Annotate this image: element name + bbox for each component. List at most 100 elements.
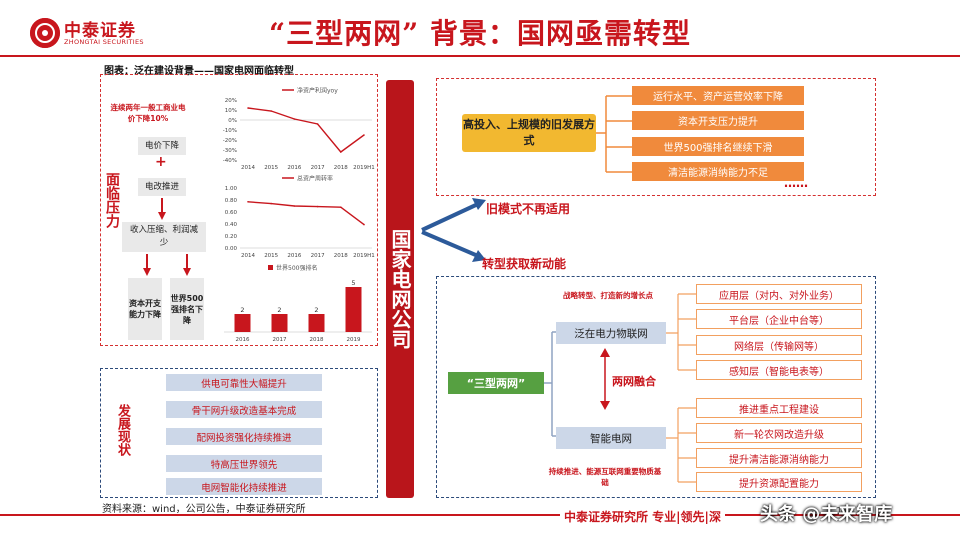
fusion-label: 两网融合: [612, 375, 656, 388]
old-mode-box: 高投入、上规模的旧发展方式: [462, 114, 596, 152]
old-mode-item: 世界500强排名继续下滑: [632, 137, 804, 156]
header-divider: [0, 55, 960, 57]
ubiquitous-iot-box: 泛在电力物联网: [556, 322, 666, 344]
data-label: 5: [351, 279, 355, 287]
data-label: 2: [240, 306, 244, 314]
y-tick-label: 1.00: [225, 186, 238, 192]
page-title: “三型两网” 背景：国网亟需转型: [269, 17, 691, 50]
legend-label: 净资产利润yoy: [297, 87, 338, 95]
price-drop-note: 连续两年一般工商业电价下降10%: [110, 103, 186, 123]
data-point: [363, 223, 365, 226]
data-point: [247, 201, 249, 203]
x-tick-label: 2016: [287, 253, 301, 259]
pressure-panel: [100, 74, 378, 346]
bar: [234, 314, 251, 332]
layer-item: 感知层（智能电表等）: [696, 360, 862, 380]
data-label: 2: [314, 306, 318, 314]
data-point: [340, 206, 342, 208]
y-tick-label: 0%: [228, 118, 237, 124]
layer-item: 应用层（对内、对外业务）: [696, 284, 862, 304]
x-tick-label: 2015: [264, 253, 278, 259]
x-tick-label: 2016: [287, 165, 301, 171]
x-tick-label: 2016: [236, 337, 250, 343]
flow-box-revenue: 收入压缩、利润减少: [122, 222, 206, 252]
state-grid-bar: 国家电网公司: [386, 80, 414, 498]
bar: [345, 287, 362, 332]
grid-item: 提升清洁能源消纳能力: [696, 448, 862, 468]
y-tick-label: 0.00: [225, 246, 238, 252]
logo-subtext: ZHONGTAI SECURITIES: [64, 38, 144, 46]
y-tick-label: -20%: [223, 138, 237, 144]
watermark: 头条 @未来智库: [760, 504, 893, 525]
page-number: 13: [836, 506, 849, 517]
logo-text: 中泰证券: [64, 21, 136, 41]
bar: [308, 314, 325, 332]
old-mode-item: 清洁能源消纳能力不足: [632, 162, 804, 181]
rank-box: 世界500强排名下降: [170, 278, 204, 340]
pressure-label: 面临压力: [104, 172, 120, 228]
x-tick-label: 2019H1: [353, 253, 375, 259]
legend-label: 世界500强排名: [276, 264, 317, 272]
development-label: 发展现状: [115, 404, 130, 456]
y-tick-label: 0.60: [225, 210, 238, 216]
data-point: [270, 202, 272, 205]
dev-item: 供电可靠性大幅提升: [166, 374, 322, 391]
y-tick-label: -30%: [223, 148, 237, 154]
ellipsis: ……: [784, 176, 808, 190]
old-mode-panel: [436, 78, 876, 196]
x-tick-label: 2017: [273, 337, 287, 343]
y-tick-label: 0.40: [225, 222, 238, 228]
legend-swatch: [268, 265, 273, 270]
data-label: 2: [277, 306, 281, 314]
data-point: [293, 118, 296, 120]
old-mode-item: 运行水平、资产运营效率下降: [632, 86, 804, 105]
x-tick-label: 2019: [347, 337, 361, 343]
flow-arrow-icon: [158, 198, 166, 224]
old-mode-item: 资本开支压力提升: [632, 111, 804, 130]
core-bracket-icon: [544, 331, 562, 437]
grid-item: 提升资源配置能力: [696, 472, 862, 492]
plus-sign: +: [155, 154, 167, 170]
branch-arrows-icon: [421, 198, 486, 262]
x-tick-label: 2018: [310, 337, 324, 343]
old-mode-bracket-icon: [596, 95, 632, 173]
x-tick-label: 2018: [334, 253, 348, 259]
bar: [271, 314, 288, 332]
footer-divider: [0, 514, 960, 516]
layer-item: 平台层（企业中台等）: [696, 309, 862, 329]
footer-brand: 中泰证券研究所 专业|领先|深: [560, 508, 725, 525]
x-tick-label: 2019H1: [353, 165, 375, 171]
new-mode-panel: [436, 276, 876, 498]
fusion-arrow-icon: [600, 348, 610, 410]
grid-item: 推进重点工程建设: [696, 398, 862, 418]
dev-item: 骨干网升级改造基本完成: [166, 401, 322, 418]
y-tick-label: -40%: [223, 158, 237, 164]
x-tick-label: 2018: [334, 165, 348, 171]
sustain-note: 持续推进、能源互联网重要物质基础: [548, 467, 662, 487]
figure-caption: 图表：泛在建设背景——国家电网面临转型: [104, 66, 294, 77]
flow-arrow-left-icon: [143, 254, 151, 280]
grid-item: 新一轮农网改造升级: [696, 423, 862, 443]
y-tick-label: 20%: [225, 98, 237, 104]
data-point: [316, 123, 319, 125]
layer-item: 网络层（传输网等）: [696, 335, 862, 355]
data-point: [363, 134, 365, 136]
data-point: [316, 205, 319, 208]
y-tick-label: 0.20: [225, 234, 238, 240]
y-tick-label: -10%: [223, 128, 237, 134]
x-tick-label: 2017: [311, 165, 325, 171]
data-point: [293, 205, 296, 207]
dev-item: 特高压世界领先: [166, 455, 322, 472]
y-tick-label: 0.80: [225, 198, 238, 204]
flow-box-reform: 电改推进: [138, 178, 186, 196]
dev-item: 配网投资强化持续推进: [166, 428, 322, 445]
legend-label: 总资产周转率: [297, 175, 333, 183]
x-tick-label: 2014: [241, 253, 255, 259]
data-point: [270, 110, 272, 112]
data-point: [247, 107, 249, 109]
new-mode-arrow-label: 转型获取新动能: [482, 257, 567, 271]
dev-item: 电网智能化持续推进: [166, 478, 322, 495]
company-logo-icon: [30, 18, 60, 48]
